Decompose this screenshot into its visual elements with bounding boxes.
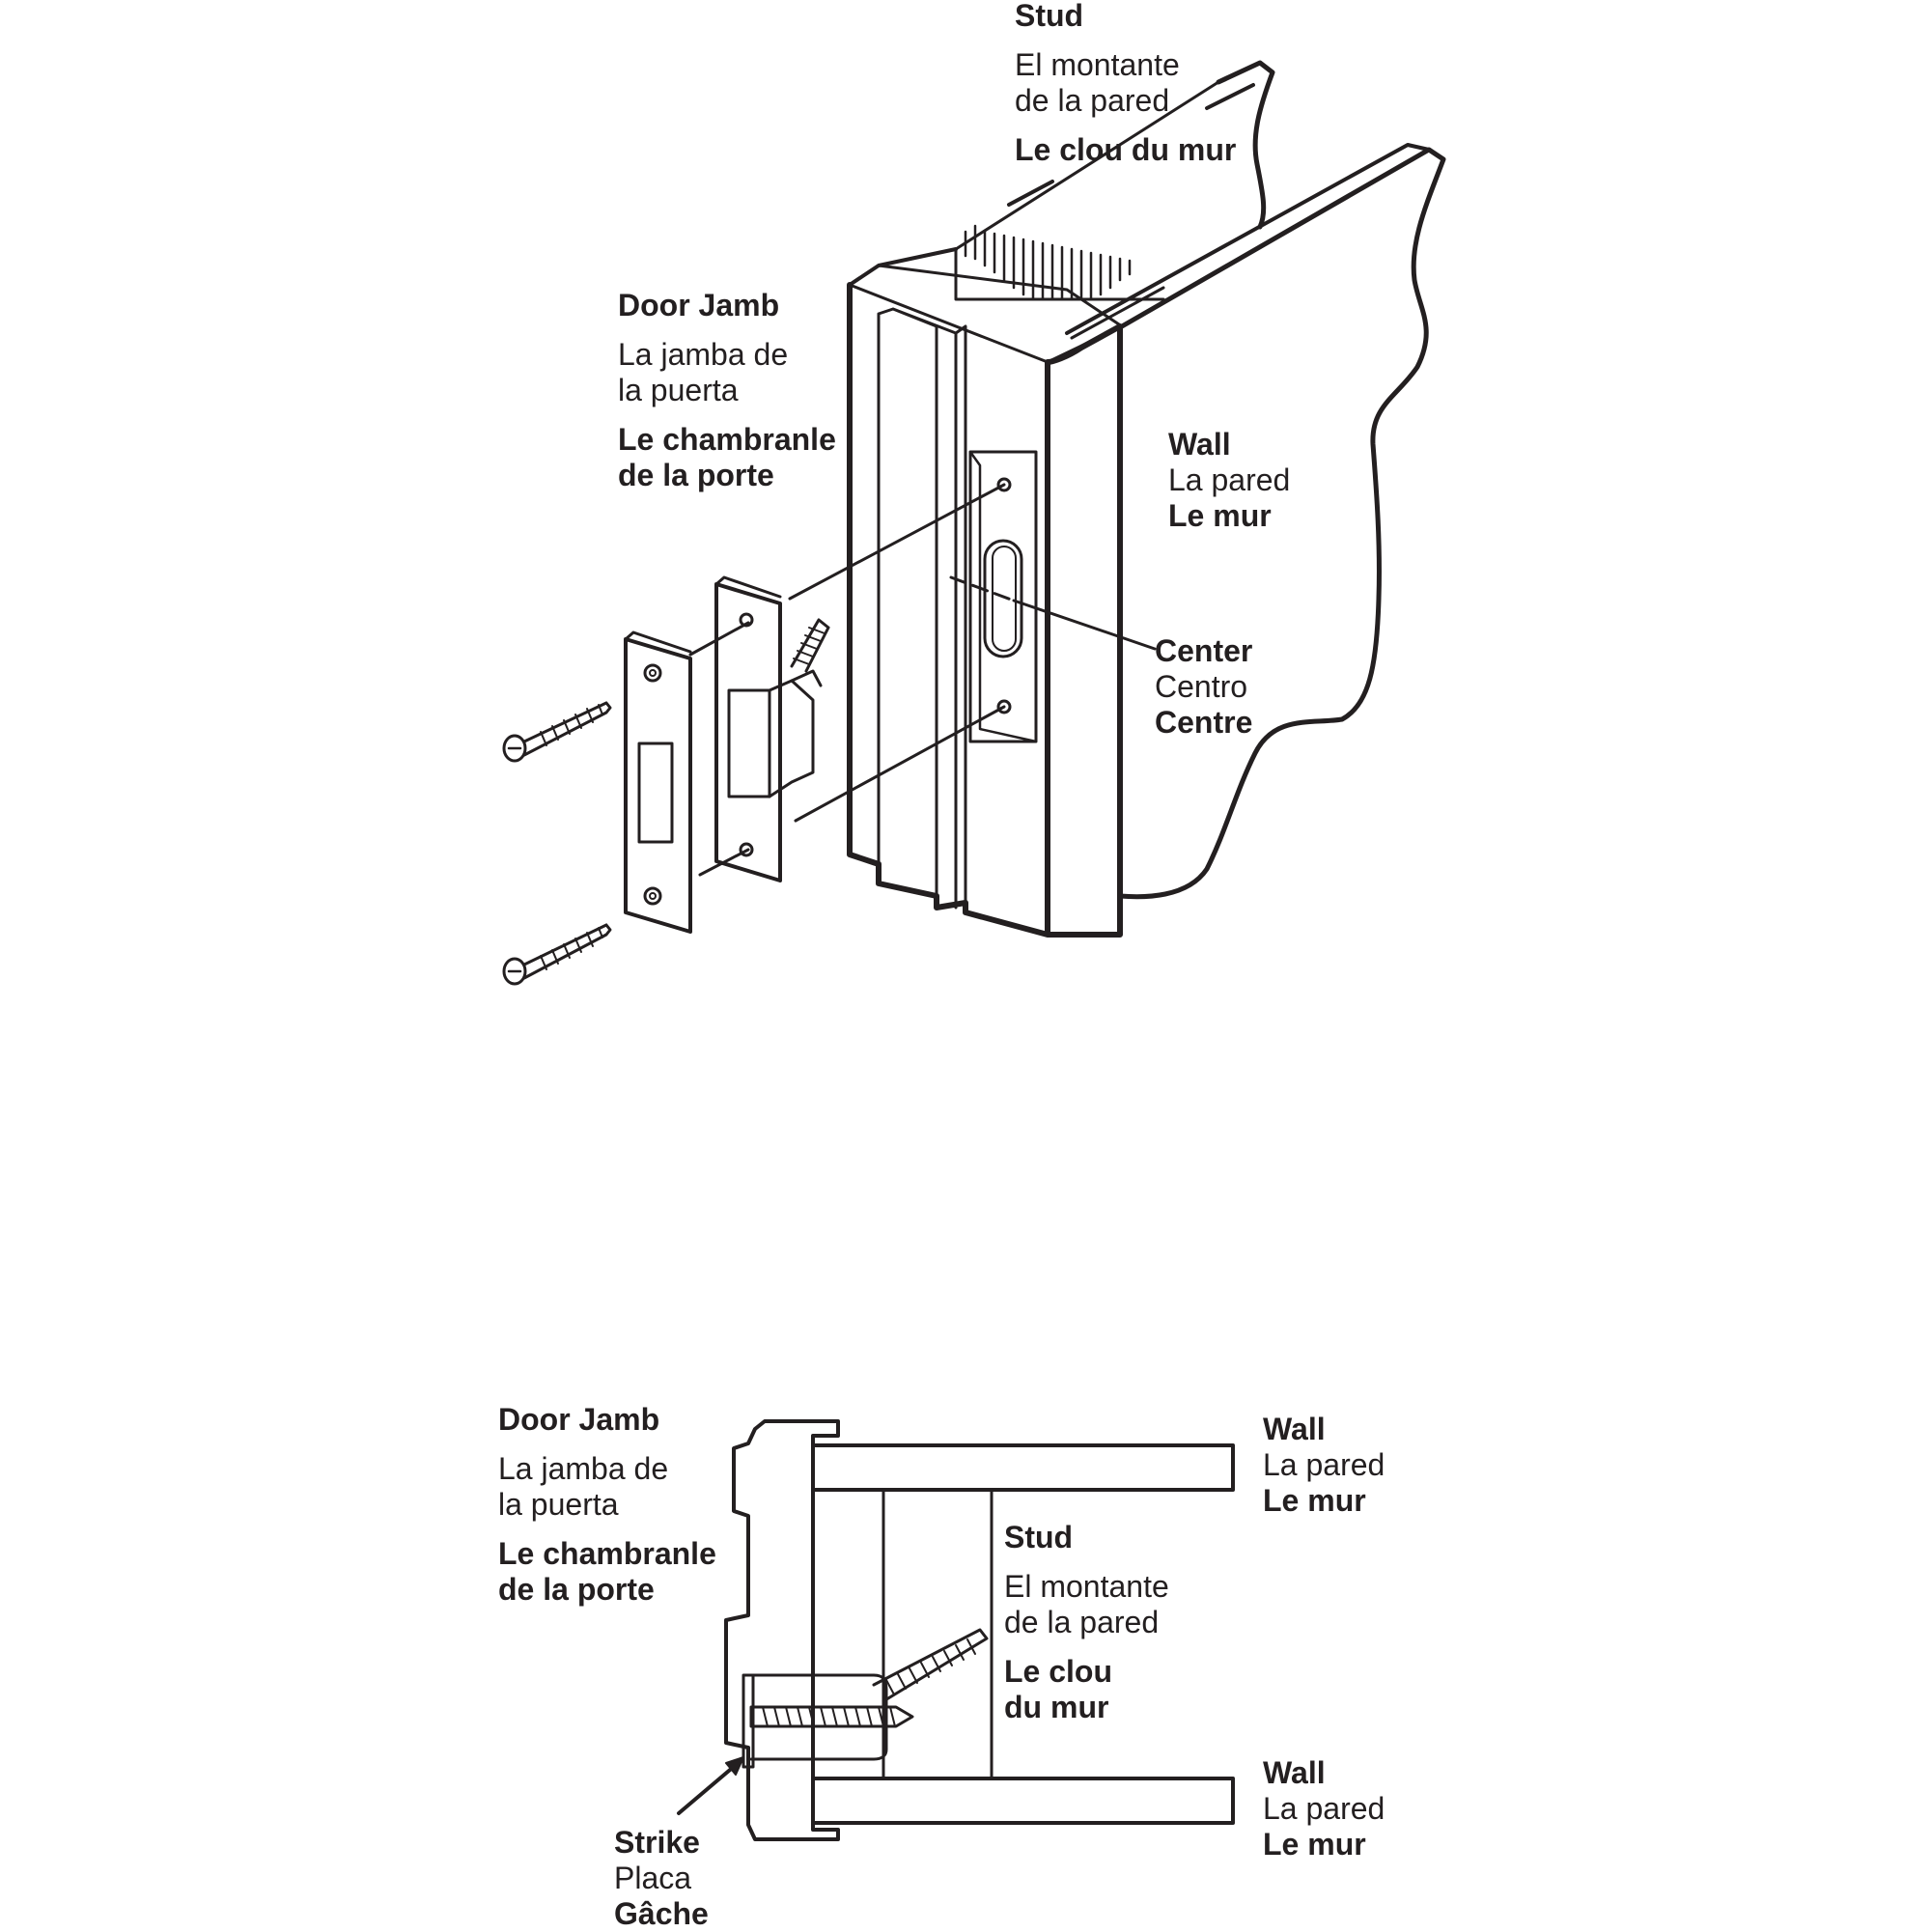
section-view	[677, 1419, 1235, 1841]
strike-mortise	[968, 450, 1038, 743]
door-jamb-top-face	[848, 264, 1124, 364]
label-wall-top: Wall La pared Le mur	[1168, 427, 1290, 534]
mortise-hole-top	[996, 477, 1012, 492]
label-strike-es: Placa	[614, 1861, 692, 1895]
stud-top	[1216, 60, 1275, 230]
label-center: Center Centro Centre	[1155, 633, 1252, 741]
label-section-stud-es-1: El montante	[1004, 1569, 1169, 1604]
label-stud-en: Stud	[1015, 0, 1084, 33]
section-screw-horizontal	[749, 1705, 914, 1728]
strike-arrow-shaft	[677, 1763, 738, 1815]
label-door-jamb-fr-1: Le chambranle	[618, 422, 836, 457]
strike-mortise-bevel	[968, 450, 1038, 743]
mortise-hole-bottom	[996, 699, 1012, 714]
label-stud-es-2: de la pared	[1015, 83, 1170, 118]
stud-top-left	[954, 80, 1220, 251]
strike-arrow-head	[725, 1756, 744, 1776]
label-door-jamb-es-2: la puerta	[618, 373, 739, 407]
section-door-jamb	[724, 1419, 840, 1841]
label-section-stud-fr-2: du mur	[1004, 1690, 1109, 1724]
label-stud-top: Stud El montante de la pared Le clou du …	[1015, 0, 1236, 168]
label-center-fr: Centre	[1155, 705, 1253, 740]
label-section-door-jamb-en: Door Jamb	[498, 1402, 660, 1437]
center-leader	[1012, 599, 1157, 651]
label-stud-section: Stud El montante de la pared Le clou du …	[1004, 1520, 1169, 1725]
label-strike-en: Strike	[614, 1825, 700, 1860]
label-wall-en: Wall	[1168, 427, 1231, 462]
latch-hole-inner	[992, 546, 1017, 652]
label-section-door-jamb-es-1: La jamba de	[498, 1451, 669, 1486]
label-section-wall-bottom-fr: Le mur	[1263, 1827, 1366, 1862]
label-wall-fr: Le mur	[1168, 498, 1272, 533]
section-strike-box	[749, 1673, 888, 1761]
stud-leader-upper	[1205, 83, 1255, 110]
label-section-wall-top-fr: Le mur	[1263, 1483, 1366, 1518]
stud-hatching	[964, 224, 1132, 301]
screw-top	[502, 701, 612, 763]
label-section-wall-top-es: La pared	[1263, 1447, 1385, 1482]
label-wall-section-bottom: Wall La pared Le mur	[1263, 1755, 1385, 1862]
center-line	[949, 575, 1016, 602]
screw-bottom	[502, 923, 612, 986]
label-door-jamb-top: Door Jamb La jamba de la puerta Le chamb…	[618, 288, 836, 493]
label-door-jamb-section: Door Jamb La jamba de la puerta Le chamb…	[498, 1402, 716, 1608]
label-section-stud-en: Stud	[1004, 1520, 1074, 1554]
wall-top-edge-inner	[1070, 286, 1165, 340]
label-door-jamb-en: Door Jamb	[618, 288, 780, 322]
wall-panel	[1117, 147, 1446, 900]
label-section-wall-bottom-es: La pared	[1263, 1791, 1385, 1826]
label-section-door-jamb-fr-1: Le chambranle	[498, 1536, 716, 1571]
label-section-wall-bottom-en: Wall	[1263, 1755, 1326, 1790]
door-jamb-top	[848, 247, 958, 287]
align-line-top	[788, 483, 1006, 601]
label-section-stud-fr-1: Le clou	[1004, 1654, 1113, 1689]
section-screw-angled	[872, 1628, 989, 1703]
stud-left-face	[954, 247, 1165, 301]
label-door-jamb-fr-2: de la porte	[618, 458, 774, 492]
section-wall-bottom	[811, 1777, 1235, 1825]
label-center-en: Center	[1155, 633, 1253, 668]
align-line-plate-top	[688, 621, 750, 657]
isometric-view	[502, 60, 1446, 986]
label-center-es: Centro	[1155, 669, 1248, 704]
stud-leader-lower	[1007, 180, 1054, 207]
label-section-door-jamb-fr-2: de la porte	[498, 1572, 655, 1607]
label-wall-section-top: Wall La pared Le mur	[1263, 1412, 1385, 1519]
label-section-wall-top-en: Wall	[1263, 1412, 1326, 1446]
label-wall-es: La pared	[1168, 462, 1291, 497]
section-wall-top	[811, 1443, 1235, 1492]
strike-plate	[624, 630, 692, 934]
label-stud-es-1: El montante	[1015, 47, 1180, 82]
strike-box	[714, 575, 830, 882]
label-strike-fr: Gâche	[614, 1896, 709, 1931]
section-strike-plate	[742, 1673, 755, 1769]
wall-top-edge	[1065, 143, 1431, 335]
label-door-jamb-es-1: La jamba de	[618, 337, 789, 372]
section-stud	[882, 1488, 993, 1780]
latch-hole	[983, 539, 1023, 658]
label-strike: Strike Placa Gâche	[614, 1825, 709, 1932]
label-section-door-jamb-es-2: la puerta	[498, 1487, 619, 1522]
label-stud-fr: Le clou du mur	[1015, 132, 1237, 167]
align-line-bottom	[794, 705, 1006, 823]
door-stop	[877, 307, 967, 914]
label-section-stud-es-2: de la pared	[1004, 1605, 1160, 1639]
